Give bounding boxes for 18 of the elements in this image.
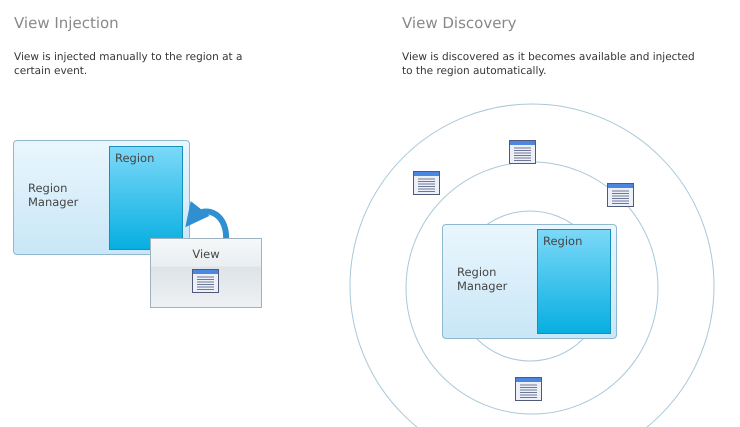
box-label: Region Manager (28, 181, 80, 209)
description-text: View is injected manually to the region at a certain event. (14, 50, 244, 78)
window-icon (607, 183, 634, 207)
view-box (150, 238, 262, 308)
section-heading: View Discovery (402, 14, 518, 32)
window-icon (413, 171, 440, 195)
manager-box (13, 140, 190, 255)
region-box (109, 146, 183, 250)
description-text: View is discovered as it becomes available and injected to the region automatically. (402, 50, 696, 78)
section-heading: View Injection (14, 14, 120, 32)
manager-box (442, 224, 617, 339)
region-box (537, 229, 611, 334)
box-label: Region (543, 234, 582, 248)
window-icon (515, 377, 542, 401)
box-label: Region (115, 151, 154, 165)
window-icon (509, 140, 536, 164)
box-label: View (191, 247, 221, 261)
box-label: Region Manager (457, 265, 508, 293)
